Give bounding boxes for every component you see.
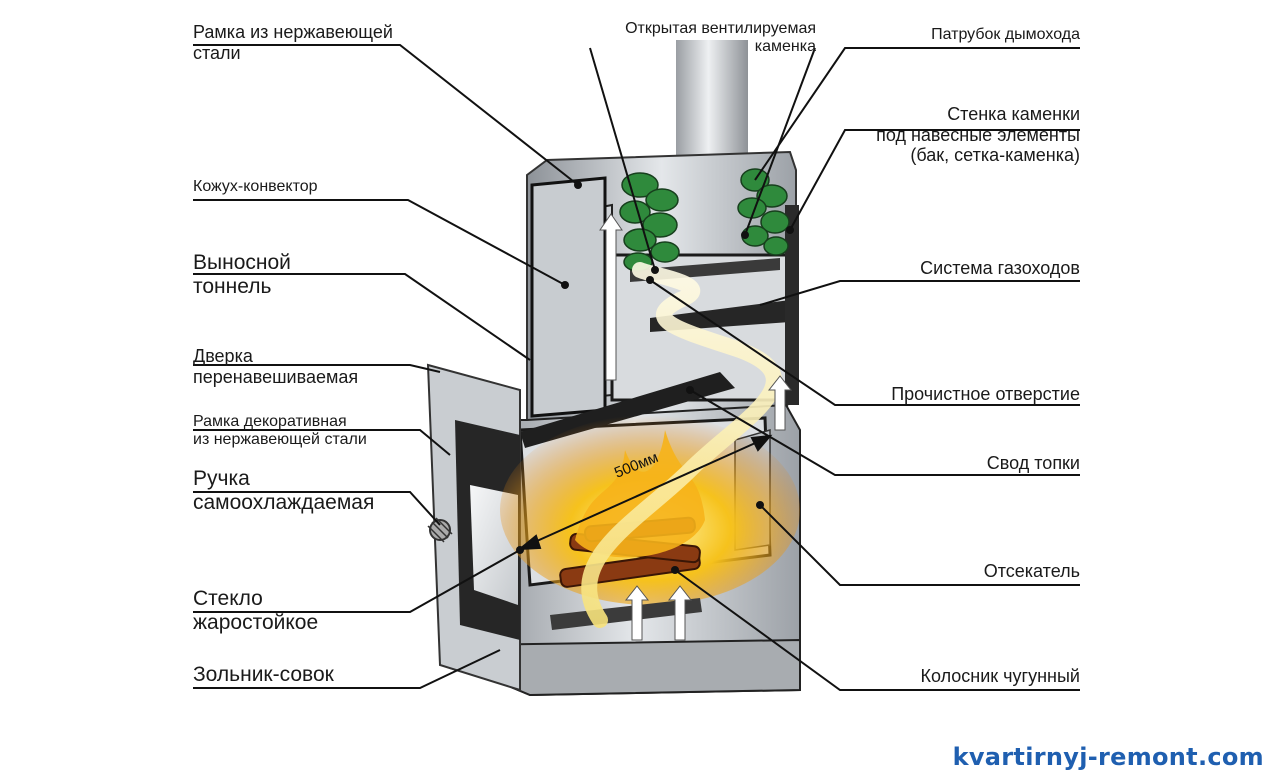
label-heater-wall-line3: (бак, сетка-каменка) (910, 145, 1080, 166)
convection-arrows (599, 213, 793, 641)
label-handle: Ручка самоохлаждаемая (193, 467, 374, 515)
casing-front (530, 176, 607, 418)
label-open-heater-line1: Открытая вентилируемая (625, 20, 816, 37)
label-firebox-vault-line1: Свод топки (986, 453, 1080, 473)
label-tunnel-line2: тоннель (193, 275, 272, 299)
label-grate-line1: Колосник чугунный (920, 666, 1080, 686)
label-deco-frame: Рамка декоративная из нержавеющей стали (193, 413, 367, 450)
label-deco-frame-line2: из нержавеющей стали (193, 431, 367, 449)
leader-dots (516, 181, 794, 574)
label-frame-steel-line1: Рамка из нержавеющей (193, 22, 393, 42)
label-glass-line2: жаростойкое (193, 611, 319, 635)
label-frame-steel-line2: стали (193, 42, 241, 63)
watermark-text: kvartirnyj-remont.com (952, 743, 1264, 771)
label-cleanout-line1: Прочистное отверстие (891, 384, 1080, 404)
label-ash-pan-line1: Зольник-совок (193, 663, 334, 686)
label-casing-line1: Кожух-конвектор (193, 178, 318, 195)
label-deco-frame-line1: Рамка декоративная (193, 413, 347, 430)
label-flue-pipe-line1: Патрубок дымохода (931, 26, 1080, 43)
label-heater-wall: Стенка каменки под навесные элементы (ба… (800, 104, 1080, 166)
label-firebox-vault: Свод топки (800, 453, 1080, 474)
label-cutoff-line1: Отсекатель (983, 561, 1080, 581)
label-cleanout: Прочистное отверстие (800, 384, 1080, 405)
label-door: Дверка перенавешиваемая (193, 346, 358, 387)
label-open-heater: Открытая вентилируемая каменка (556, 20, 816, 57)
label-handle-line1: Ручка (193, 467, 250, 490)
heater-wall (785, 205, 799, 405)
label-glass-line1: Стекло (193, 587, 263, 610)
label-door-line2: перенавешиваемая (193, 366, 359, 387)
grate-shape (550, 598, 702, 630)
label-door-line1: Дверка (193, 346, 253, 366)
handle-shape (427, 517, 453, 543)
label-glass: Стекло жаростойкое (193, 587, 318, 635)
label-cutoff: Отсекатель (800, 561, 1080, 582)
dimension-line (516, 434, 773, 551)
label-gas-ducts-line1: Система газоходов (920, 258, 1080, 278)
label-casing: Кожух-конвектор (193, 178, 318, 196)
label-gas-ducts: Система газоходов (800, 258, 1080, 279)
label-ash-pan: Зольник-совок (193, 663, 334, 687)
label-grate: Колосник чугунный (800, 666, 1080, 687)
leader-lines (193, 44, 1080, 691)
label-tunnel-line1: Выносной (193, 251, 291, 274)
label-open-heater-line2: каменка (754, 38, 816, 56)
label-tunnel: Выносной тоннель (193, 251, 291, 299)
gas-flow (581, 262, 782, 628)
label-flue-pipe: Патрубок дымохода (830, 26, 1080, 44)
label-handle-line2: самоохлаждаемая (193, 491, 375, 515)
label-frame-steel: Рамка из нержавеющей стали (193, 22, 393, 63)
label-heater-wall-line1: Стенка каменки (947, 104, 1080, 124)
label-heater-wall-line2: под навесные элементы (876, 124, 1080, 145)
